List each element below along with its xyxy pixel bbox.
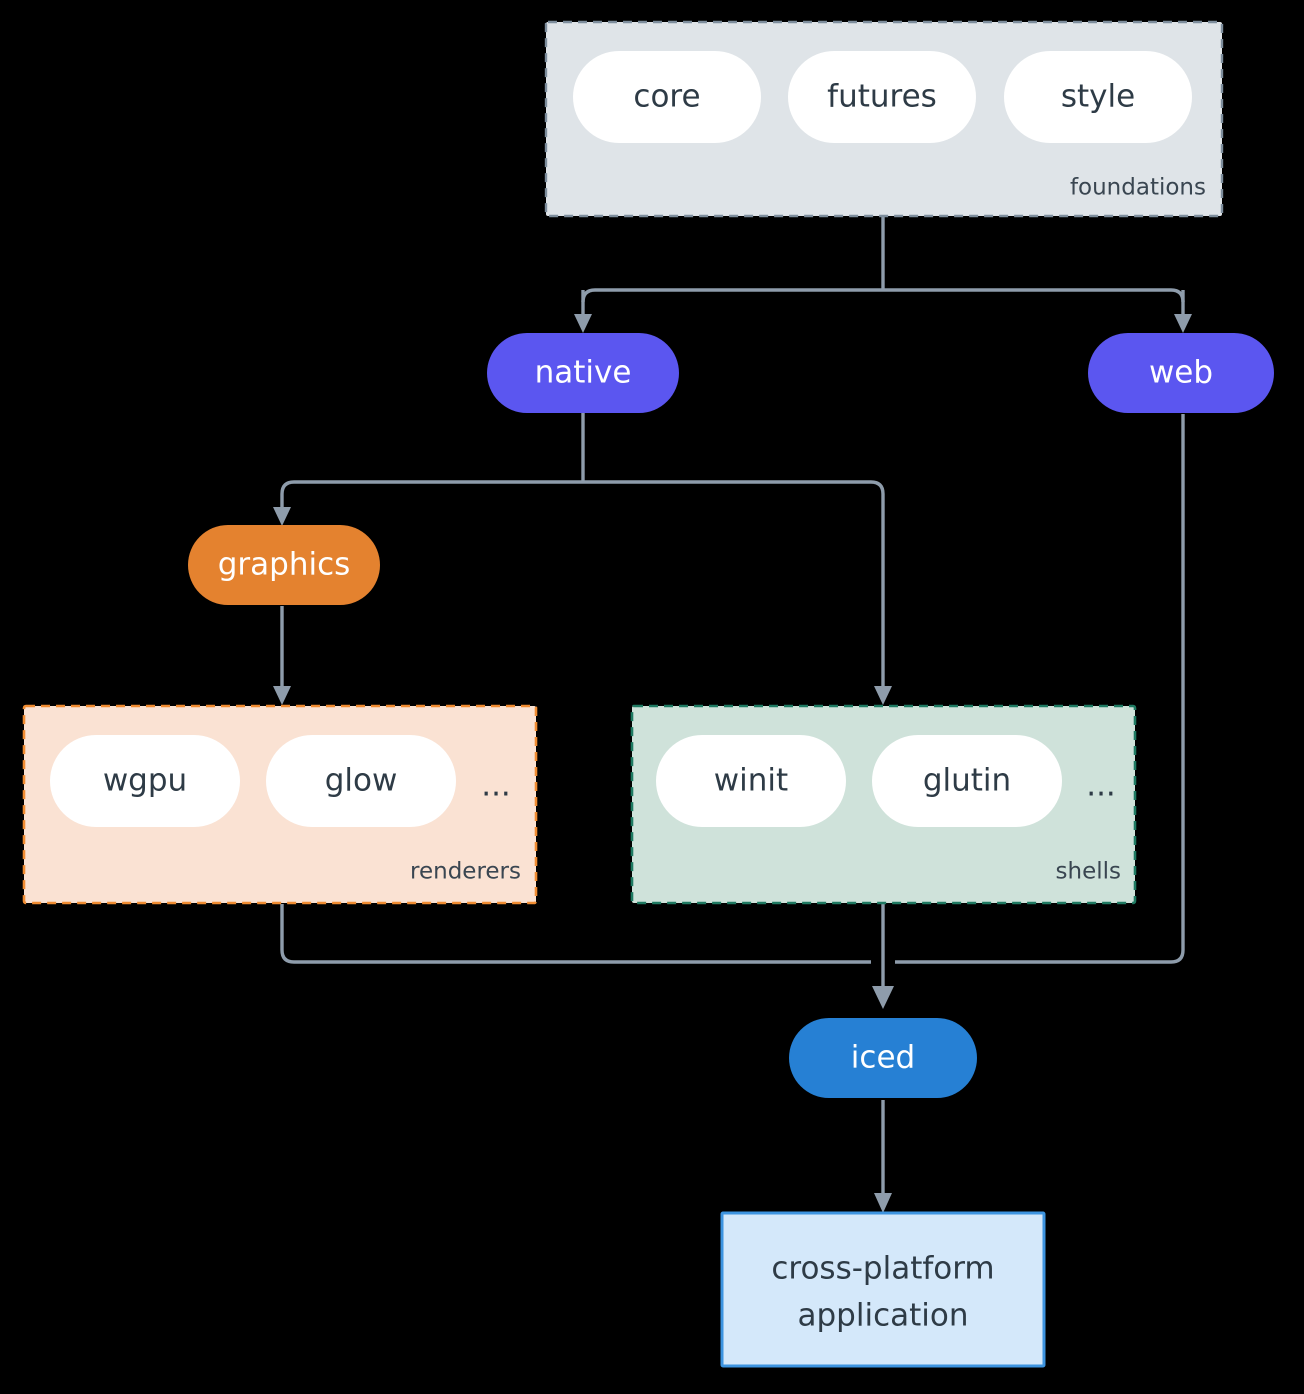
- node-native[interactable]: native: [487, 333, 679, 413]
- shells-item-winit-pill[interactable]: [656, 735, 846, 827]
- foundations-item-futures-label: futures: [827, 79, 937, 115]
- arrowhead-to-graphics: [273, 507, 291, 526]
- node-web[interactable]: web: [1088, 333, 1274, 413]
- foundations-item-core-pill[interactable]: [573, 51, 761, 143]
- shells-ellipsis: ...: [1086, 768, 1116, 804]
- application-box-line2: application: [798, 1298, 969, 1334]
- edge-native-split-corner-left: [280, 480, 295, 516]
- arrowhead-to-web: [1174, 314, 1192, 333]
- graphics-node-label: graphics: [218, 547, 351, 583]
- group-shells: winit glutin ... shells: [630, 704, 1137, 905]
- renderers-item-glow-pill[interactable]: [266, 735, 456, 827]
- edge-foundations-split-corners: [581, 288, 1185, 303]
- renderers-item-wgpu-label: wgpu: [103, 763, 187, 799]
- group-foundations: core futures style foundations: [544, 20, 1224, 218]
- graphics-node-shape[interactable]: [188, 525, 380, 605]
- web-node-shape[interactable]: [1088, 333, 1274, 413]
- iced-node-label: iced: [851, 1040, 915, 1076]
- application-box-line1: cross-platform: [771, 1251, 994, 1287]
- foundations-item-style-label: style: [1061, 79, 1135, 115]
- iced-node-shape[interactable]: [789, 1018, 977, 1098]
- renderers-item-glow-label: glow: [325, 763, 398, 799]
- foundations-item-core-label: core: [633, 79, 700, 115]
- arrowhead-to-shells: [874, 686, 892, 705]
- edge-web-to-iced: [895, 414, 1185, 964]
- foundations-group-caption: foundations: [1070, 175, 1206, 201]
- shells-item-glutin-label: glutin: [923, 763, 1011, 799]
- application-box-shape[interactable]: [720, 1211, 1046, 1368]
- node-cross-platform-application[interactable]: cross-platform application: [720, 1211, 1046, 1368]
- arrowhead-to-iced: [872, 986, 894, 1009]
- edge-layer: [273, 216, 1192, 1213]
- native-node-label: native: [535, 355, 632, 391]
- edge-renderers-to-iced: [280, 904, 871, 964]
- node-graphics[interactable]: graphics: [188, 525, 380, 605]
- edge-native-split-corner-right: [870, 480, 885, 690]
- shells-item-winit-label: winit: [714, 763, 788, 799]
- arrowhead-to-application: [874, 1193, 892, 1213]
- shells-item-glutin-pill[interactable]: [872, 735, 1062, 827]
- web-node-label: web: [1149, 355, 1213, 391]
- renderers-group-caption: renderers: [410, 859, 521, 885]
- foundations-item-style-pill[interactable]: [1004, 51, 1192, 143]
- arrowhead-graphics-renderers: [273, 686, 291, 705]
- shells-group-caption: shells: [1056, 859, 1121, 885]
- group-renderers: wgpu glow ... renderers: [22, 704, 538, 905]
- node-iced[interactable]: iced: [789, 1018, 977, 1098]
- arrowhead-to-native: [574, 314, 592, 333]
- renderers-item-wgpu-pill[interactable]: [50, 735, 240, 827]
- native-node-shape[interactable]: [487, 333, 679, 413]
- foundations-item-futures-pill[interactable]: [788, 51, 976, 143]
- edge-foundations-split: [581, 216, 1185, 322]
- renderers-ellipsis: ...: [481, 768, 511, 804]
